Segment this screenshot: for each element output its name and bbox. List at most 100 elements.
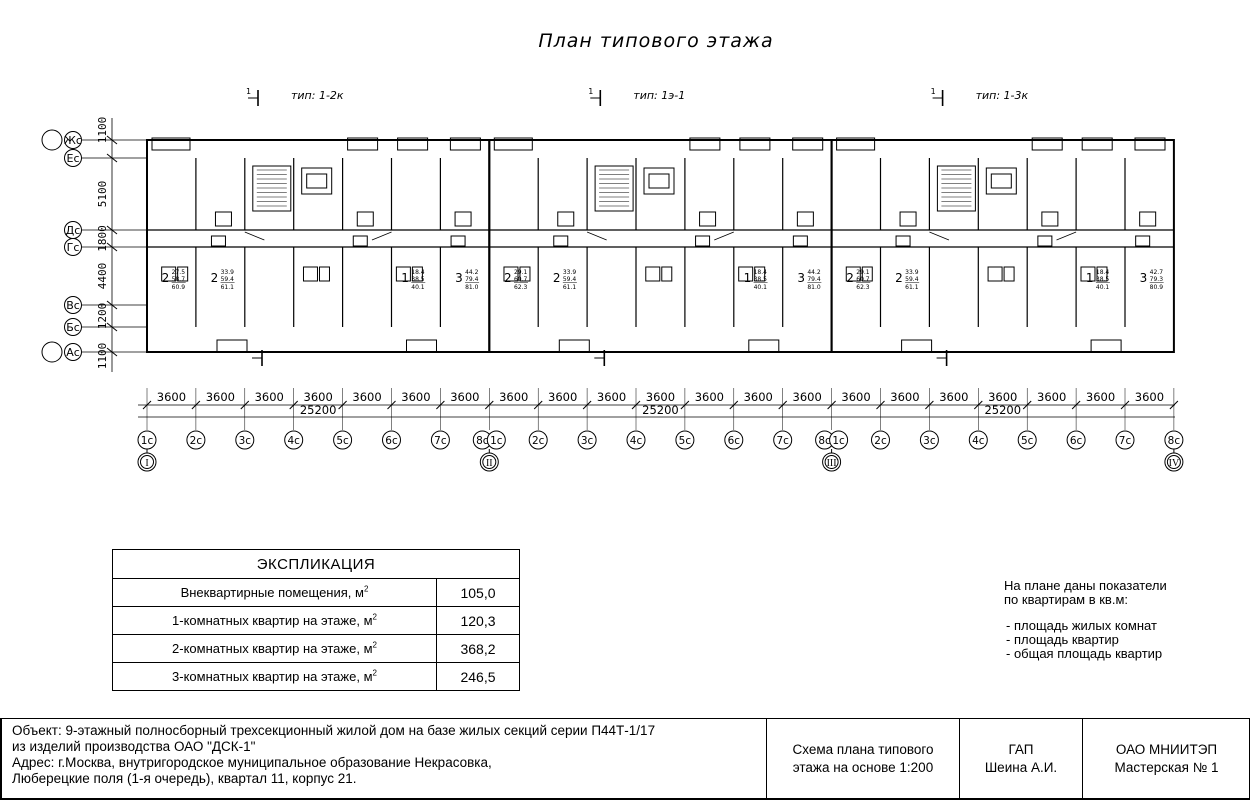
section-type-label: тип: 1э-1 <box>633 89 685 102</box>
room-outline <box>318 266 330 282</box>
room-outline <box>1096 266 1108 282</box>
row-axis-label: Гс <box>67 241 80 254</box>
room-outline <box>738 266 754 282</box>
room-outline <box>1139 211 1157 227</box>
room-outline <box>450 235 466 247</box>
room-count-label: 1 <box>1086 271 1094 285</box>
apartment-area-label: 38.5 <box>411 276 425 283</box>
column-axis-marker <box>626 430 646 450</box>
column-axis-label: 5с <box>679 435 692 447</box>
row-axis-marker <box>64 318 82 336</box>
column-axis-marker <box>528 430 548 450</box>
column-axis-label: 6с <box>728 435 741 447</box>
column-axis-marker <box>284 430 304 450</box>
section-axis-inner-ring <box>824 455 839 469</box>
object-description: Объект: 9-этажный полносборный трехсекци… <box>2 719 767 798</box>
list-item: - площадь жилых комнат <box>1006 618 1157 633</box>
room-outline <box>519 266 531 282</box>
living-area-label: 27.5 <box>172 269 186 276</box>
column-axis-label: 8с <box>476 435 489 447</box>
wall-line <box>371 231 392 241</box>
section-axis-label: I <box>145 458 148 469</box>
bay-dim-label: 3600 <box>206 390 235 404</box>
table-value: 368,2 <box>436 634 520 663</box>
section-axis-inner-ring <box>1166 455 1181 469</box>
row-axis-double-marker <box>41 129 63 151</box>
column-axis-label: 8с <box>818 435 831 447</box>
column-axis-label: 5с <box>336 435 349 447</box>
living-area-label: 29.1 <box>514 269 528 276</box>
column-axis-label: 1с <box>832 435 845 447</box>
total-area-label: 80.9 <box>1150 284 1164 291</box>
bay-dim-label: 3600 <box>1037 390 1066 404</box>
room-outline <box>739 137 771 151</box>
bay-dim-label: 3600 <box>890 390 919 404</box>
room-outline <box>836 137 876 151</box>
total-area-label: 62.3 <box>856 284 870 291</box>
room-outline <box>845 266 861 282</box>
room-outline <box>1090 339 1122 353</box>
bay-dim-label: 3600 <box>157 390 186 404</box>
room-count-label: 2 <box>895 271 903 285</box>
column-axis-marker <box>235 430 255 450</box>
wall-line <box>1056 231 1077 241</box>
apartment-area-label: 79.3 <box>1150 276 1164 283</box>
living-area-label: 42.7 <box>1150 269 1164 276</box>
apartment-area-label: 79.4 <box>807 276 821 283</box>
row-axis-marker <box>64 131 82 149</box>
room-outline <box>792 137 824 151</box>
column-axis-label: 3с <box>581 435 594 447</box>
room-outline <box>901 339 933 353</box>
living-area-label: 33.9 <box>221 269 235 276</box>
room-outline <box>689 137 721 151</box>
column-axis-label: 2с <box>190 435 203 447</box>
legend-note: На плане даны показатели по квартирам в … <box>1004 578 1167 661</box>
column-axis-marker <box>829 430 849 450</box>
room-outline <box>214 211 232 227</box>
row-dim-label: 1100 <box>96 343 109 370</box>
bay-dim-label: 3600 <box>548 390 577 404</box>
cut-mark-label: 1 <box>588 87 593 96</box>
column-axis-marker <box>333 430 353 450</box>
bay-dim-label: 3600 <box>352 390 381 404</box>
explication-header: ЭКСПЛИКАЦИЯ <box>112 549 520 579</box>
bay-dim-label: 3600 <box>744 390 773 404</box>
apartment-area-label: 59.4 <box>221 276 235 283</box>
column-axis-label: 7с <box>434 435 447 447</box>
total-area-label: 61.1 <box>905 284 919 291</box>
room-outline <box>695 235 711 247</box>
row-dim-label: 1200 <box>96 303 109 330</box>
room-outline <box>302 266 318 282</box>
room-outline <box>454 211 472 227</box>
total-area-label: 61.1 <box>563 284 577 291</box>
title-block: Объект: 9-этажный полносборный трехсекци… <box>0 718 1250 800</box>
column-axis-label: 7с <box>1119 435 1132 447</box>
column-axis-label: 2с <box>874 435 887 447</box>
room-count-label: 2 <box>211 271 219 285</box>
living-area-label: 44.2 <box>465 269 479 276</box>
room-outline <box>216 339 248 353</box>
room-outline <box>1003 266 1015 282</box>
bay-dim-label: 3600 <box>255 390 284 404</box>
total-area-label: 40.1 <box>1096 284 1110 291</box>
room-outline <box>356 211 374 227</box>
row-axis-marker <box>64 238 82 256</box>
column-axis-marker <box>1115 430 1135 450</box>
room-outline <box>936 165 976 212</box>
column-axis-label: 4с <box>972 435 985 447</box>
apartment-area-label: 60.7 <box>856 276 870 283</box>
room-count-label: 3 <box>1140 271 1148 285</box>
column-axis-marker <box>486 430 506 450</box>
room-outline <box>1031 137 1063 151</box>
room-outline <box>985 167 1017 195</box>
column-axis-marker <box>675 430 695 450</box>
apartment-area-label: 59.4 <box>905 276 919 283</box>
explication-table: ЭКСПЛИКАЦИЯ Внеквартирные помещения, м2 … <box>112 549 520 691</box>
section-axis-label: IV <box>1169 458 1180 469</box>
bay-dim-label: 3600 <box>793 390 822 404</box>
room-outline <box>699 211 717 227</box>
room-outline <box>406 339 437 353</box>
